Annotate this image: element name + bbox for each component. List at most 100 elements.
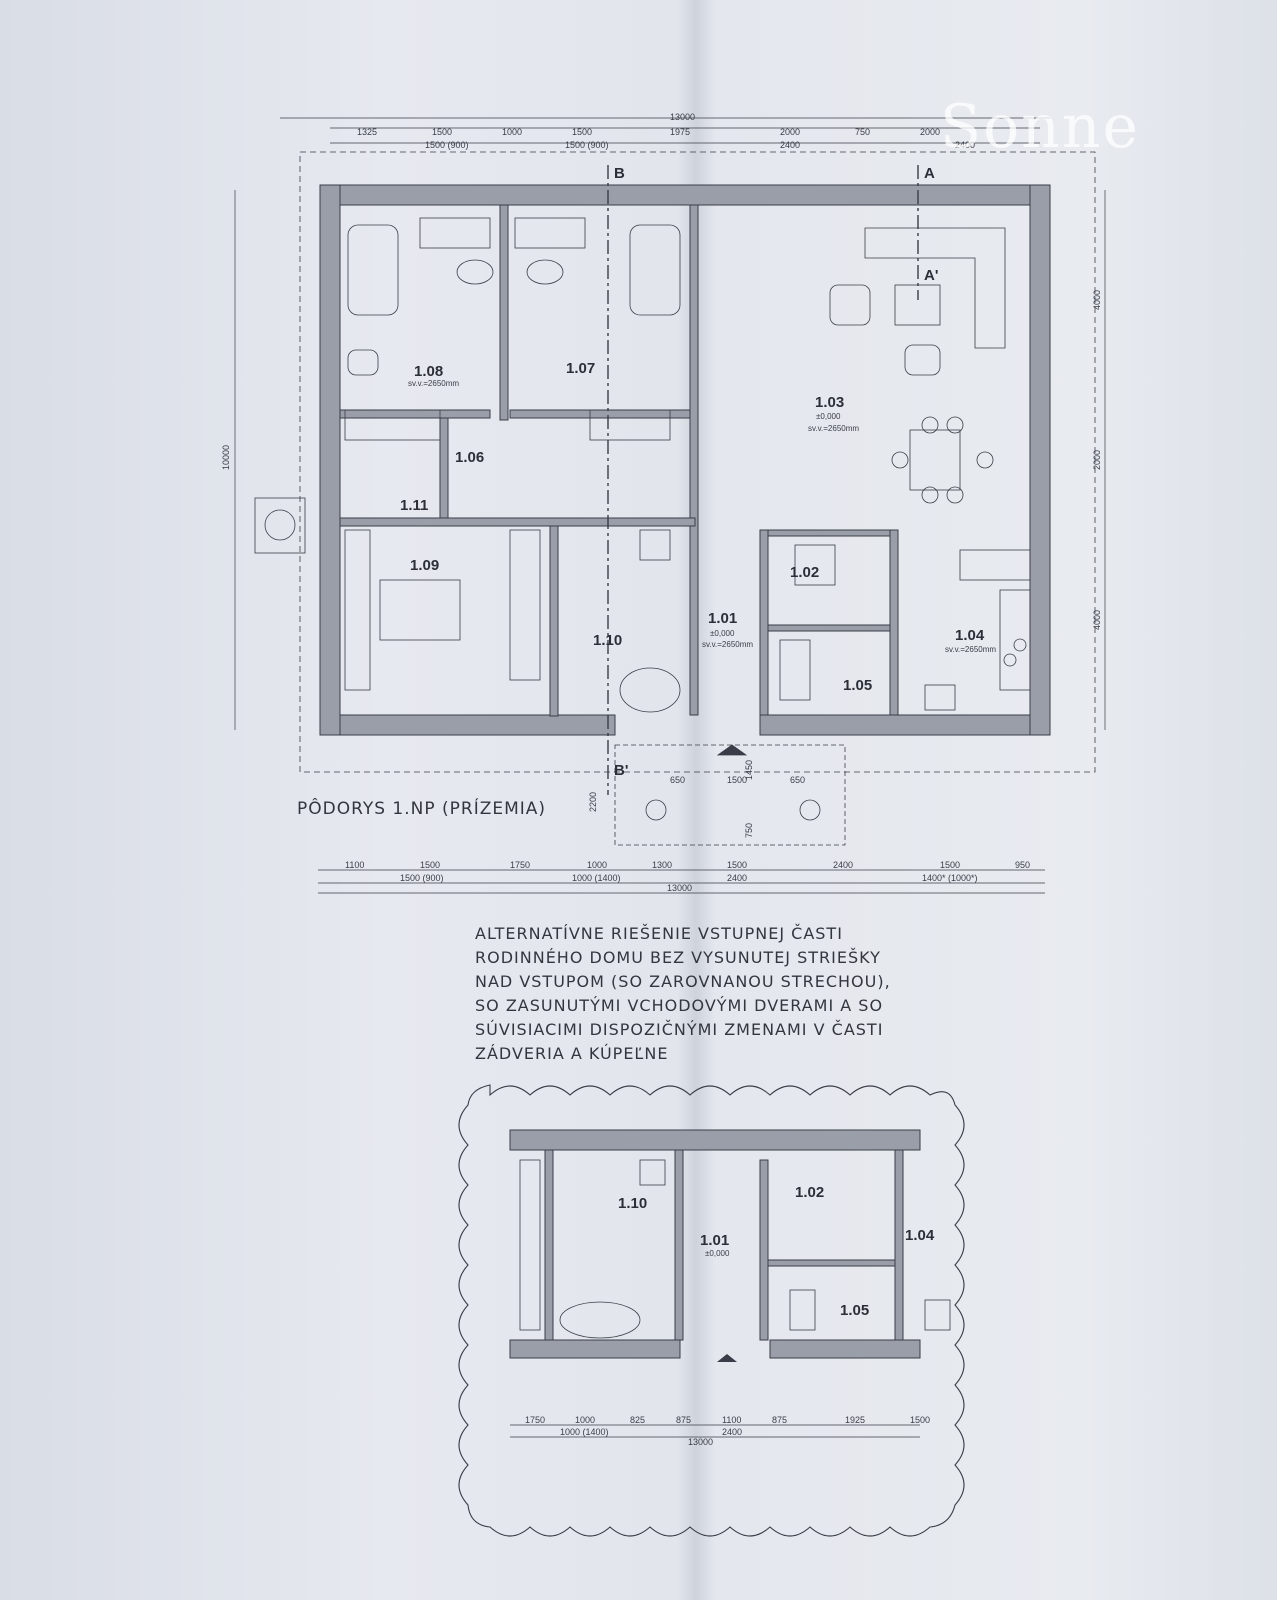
bottom-dimension-lines xyxy=(318,869,1045,894)
alt-dim-4: 875 xyxy=(676,1415,691,1425)
dim-top-5: 1975 xyxy=(670,127,690,137)
dim-top-3: 1000 xyxy=(502,127,522,137)
alt-room-label-1-02: 1.02 xyxy=(795,1184,824,1201)
exterior-walls xyxy=(319,184,1051,736)
dim-top-4: 1500 xyxy=(572,127,592,137)
entrance xyxy=(614,744,846,846)
alt-room-level-1-01: ±0,000 xyxy=(705,1249,730,1258)
alt-dim-2: 1000 xyxy=(575,1415,595,1425)
room-label-1-02: 1.02 xyxy=(790,564,819,581)
room-height-1-03: sv.v.=2650mm xyxy=(808,424,859,433)
dim-overall-top: 13000 xyxy=(670,112,695,122)
dim-entry-4: 2200 xyxy=(588,792,598,812)
dim-bottom-11: 1000 (1400) xyxy=(572,873,621,883)
roof-outline xyxy=(299,151,1096,773)
alt-dim-3: 825 xyxy=(630,1415,645,1425)
dim-top-1: 1325 xyxy=(357,127,377,137)
dim-top-12: 2400 xyxy=(955,140,975,150)
alt-room-label-1-04: 1.04 xyxy=(905,1227,935,1244)
alt-dim-1: 1750 xyxy=(525,1415,545,1425)
dim-bottom-8: 1500 xyxy=(940,860,960,870)
dim-bottom-3: 1750 xyxy=(510,860,530,870)
alternative-note: ALTERNATÍVNE RIEŠENIE VSTUPNEJ ČASTI ROD… xyxy=(475,922,955,1066)
room-height-1-01: sv.v.=2650mm xyxy=(702,640,753,649)
note-line: RODINNÉHO DOMU BEZ VYSUNUTEJ STRIEŠKY xyxy=(475,948,881,967)
room-label-1-03: 1.03 xyxy=(815,394,844,411)
dim-bottom-6: 1500 xyxy=(727,860,747,870)
dim-top-9: 1500 (900) xyxy=(425,140,469,150)
room-level-1-01: ±0,000 xyxy=(710,629,735,638)
alt-dim-9: 1000 (1400) xyxy=(560,1427,609,1437)
bottom-dimensions: 1100 1500 1750 1000 1300 1500 2400 1500 … xyxy=(345,860,1030,893)
sonne-watermark: Sonne xyxy=(940,92,1141,162)
note-line: NAD VSTUPOM (SO ZAROVNANOU STRECHOU), xyxy=(475,972,891,991)
dim-entry-6: 750 xyxy=(744,823,754,838)
section-mark-b-prime: B' xyxy=(614,762,628,779)
room-height-1-08: sv.v.=2650mm xyxy=(408,379,459,388)
dim-top-10: 1500 (900) xyxy=(565,140,609,150)
dim-entry-2: 1500 xyxy=(727,775,747,785)
dim-bottom-13: 1400* (1000*) xyxy=(922,873,978,883)
top-dimension-lines xyxy=(280,117,1050,144)
alt-dim-6: 875 xyxy=(772,1415,787,1425)
dim-top-8: 2000 xyxy=(920,127,940,137)
note-line: SÚVISIACIMI DISPOZIČNÝMI ZMENAMI V ČASTI xyxy=(475,1020,884,1039)
alt-dim-10: 2400 xyxy=(722,1427,742,1437)
dim-top-7: 750 xyxy=(855,127,870,137)
dim-right-1: 4000 xyxy=(1092,290,1102,310)
plan-title: PÔDORYS 1.NP (PRÍZEMIA) xyxy=(297,799,547,819)
alternative-detail: 1.10 1.01 ±0,000 1.02 1.04 1.05 1750 100… xyxy=(458,1084,965,1537)
interior-walls xyxy=(339,204,899,717)
section-marks: A B A' B' xyxy=(614,165,938,779)
dim-bottom-9: 950 xyxy=(1015,860,1030,870)
dim-right-2: 2000 xyxy=(1092,450,1102,470)
furniture xyxy=(254,217,1031,713)
note-line: ZÁDVERIA A KÚPEĽNE xyxy=(475,1044,669,1063)
entry-dimensions: 650 1500 650 2200 1450 750 xyxy=(588,760,805,838)
alt-dim-overall: 13000 xyxy=(688,1437,713,1447)
room-labels: 1.08 sv.v.=2650mm 1.07 1.03 ±0,000 sv.v.… xyxy=(400,360,996,694)
room-label-1-11: 1.11 xyxy=(400,497,428,514)
section-lines xyxy=(607,165,919,795)
room-label-1-10: 1.10 xyxy=(593,632,622,649)
dim-bottom-12: 2400 xyxy=(727,873,747,883)
dim-bottom-4: 1000 xyxy=(587,860,607,870)
room-label-1-07: 1.07 xyxy=(566,360,595,377)
dim-bottom-2: 1500 xyxy=(420,860,440,870)
dim-bottom-1: 1100 xyxy=(345,860,364,870)
dim-right-3: 4000 xyxy=(1092,610,1102,630)
room-label-1-04: 1.04 xyxy=(955,627,985,644)
dim-bottom-5: 1300 xyxy=(652,860,672,870)
dim-overall-bottom: 13000 xyxy=(667,883,692,893)
room-label-1-06: 1.06 xyxy=(455,449,484,466)
note-line: ALTERNATÍVNE RIEŠENIE VSTUPNEJ ČASTI xyxy=(475,924,843,943)
room-height-1-04: sv.v.=2650mm xyxy=(945,645,996,654)
room-level-1-03: ±0,000 xyxy=(816,412,841,421)
dim-top-6: 2000 xyxy=(780,127,800,137)
alt-room-label-1-05: 1.05 xyxy=(840,1302,869,1319)
room-label-1-01: 1.01 xyxy=(708,610,737,627)
section-mark-b: B xyxy=(614,165,625,182)
alt-room-label-1-01: 1.01 xyxy=(700,1232,729,1249)
section-mark-a-prime: A' xyxy=(924,267,938,284)
section-mark-a: A xyxy=(924,165,935,182)
note-line: SO ZASUNUTÝMI VCHODOVÝMI DVERAMI A SO xyxy=(475,996,884,1015)
alt-dim-7: 1925 xyxy=(845,1415,865,1425)
alt-dim-8: 1500 xyxy=(910,1415,930,1425)
room-label-1-09: 1.09 xyxy=(410,557,439,574)
alt-room-label-1-10: 1.10 xyxy=(618,1195,647,1212)
room-label-1-05: 1.05 xyxy=(843,677,872,694)
dim-entry-1: 650 xyxy=(670,775,685,785)
dim-bottom-7: 2400 xyxy=(833,860,853,870)
room-label-1-08: 1.08 xyxy=(414,363,443,380)
dim-bottom-10: 1500 (900) xyxy=(400,873,444,883)
dim-entry-5: 1450 xyxy=(744,760,754,780)
dim-top-2: 1500 xyxy=(432,127,452,137)
alt-dim-5: 1100 xyxy=(722,1415,741,1425)
dim-entry-3: 650 xyxy=(790,775,805,785)
top-dimensions: 1325 1500 1000 1500 1975 2000 750 2000 1… xyxy=(357,112,975,150)
dim-left-overall: 10000 xyxy=(221,445,231,470)
dim-top-11: 2400 xyxy=(780,140,800,150)
